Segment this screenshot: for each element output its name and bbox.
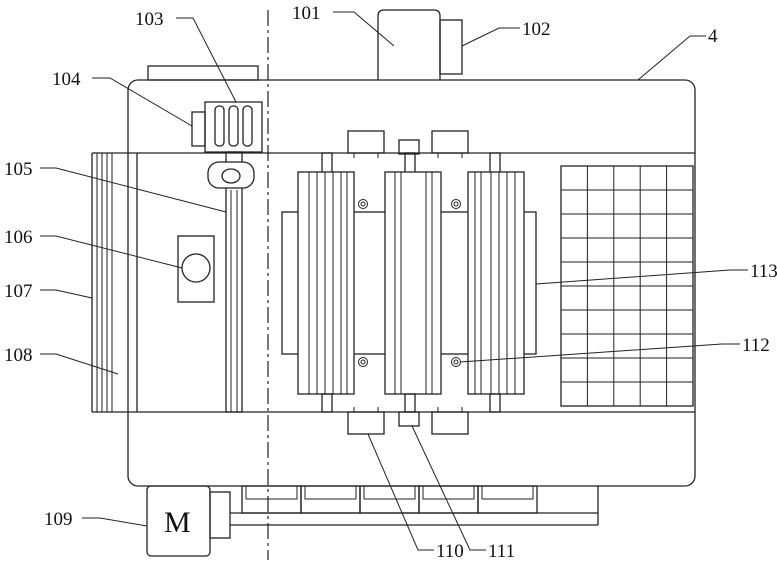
label-103: 103	[135, 9, 164, 30]
module-tab	[404, 393, 416, 413]
module-tab	[321, 393, 333, 413]
pipe-box-inner	[245, 485, 298, 500]
motor-letter: M	[164, 506, 191, 539]
top-unit-101	[377, 9, 441, 80]
top-clamp	[347, 130, 385, 154]
clamp-hole	[221, 168, 241, 184]
leader-105	[40, 167, 227, 213]
leader-108	[40, 353, 119, 375]
pipe-box-inner	[422, 485, 475, 500]
pipe-box-inner	[304, 485, 357, 500]
label-102: 102	[522, 19, 551, 40]
label-101: 101	[292, 3, 321, 24]
label-4: 4	[708, 26, 718, 47]
leader-103	[176, 17, 237, 103]
leader-110	[367, 433, 434, 551]
screw	[451, 199, 461, 209]
grid-lines	[561, 166, 693, 406]
label-104: 104	[52, 69, 81, 90]
label-110: 110	[436, 541, 464, 562]
sensor-box-106	[177, 235, 215, 303]
rod-clamp	[207, 161, 255, 189]
motor-coupling	[209, 491, 231, 539]
valve-slot	[228, 105, 239, 147]
bottom-clamp-110	[347, 411, 385, 435]
leader-101	[333, 11, 395, 47]
label-109: 109	[44, 509, 73, 530]
module-tab	[404, 152, 416, 174]
screw	[451, 357, 461, 367]
leader-107	[40, 289, 93, 299]
top-center-tab	[398, 139, 420, 155]
module-tab	[489, 152, 501, 174]
leader-109	[82, 517, 148, 527]
label-108: 108	[4, 345, 33, 366]
heatsink-module	[384, 171, 442, 395]
leader-lines	[40, 11, 748, 551]
leader-112	[459, 343, 740, 363]
pipe-box-inner	[363, 485, 416, 500]
valve-slot	[242, 105, 253, 147]
pipe-boxes	[241, 485, 538, 514]
screw	[358, 199, 368, 209]
pipe-box-inner	[481, 485, 534, 500]
heatsink-module	[297, 171, 355, 395]
valve-stub-104	[191, 111, 206, 147]
label-112: 112	[742, 335, 770, 356]
side-connector-102	[439, 19, 463, 75]
label-107: 107	[4, 281, 33, 302]
leader-113	[535, 269, 748, 285]
leader-102	[461, 27, 520, 47]
label-106: 106	[4, 227, 33, 248]
sensor-circle	[181, 253, 211, 283]
leader-111	[411, 425, 486, 551]
screw	[358, 357, 368, 367]
rod-105	[225, 163, 243, 413]
module-tab	[489, 393, 501, 413]
valve-slot	[214, 105, 225, 147]
label-113: 113	[750, 261, 777, 282]
label-111: 111	[488, 541, 515, 562]
module-tab	[321, 152, 333, 174]
label-105: 105	[4, 159, 33, 180]
valve-body-103	[204, 101, 263, 153]
bottom-clamp	[431, 411, 469, 435]
bottom-center-tab-111	[398, 411, 420, 427]
top-plate	[147, 65, 259, 81]
leader-104	[92, 77, 193, 127]
top-clamp	[431, 130, 469, 154]
leader-4	[637, 35, 706, 81]
leader-106	[40, 235, 183, 269]
